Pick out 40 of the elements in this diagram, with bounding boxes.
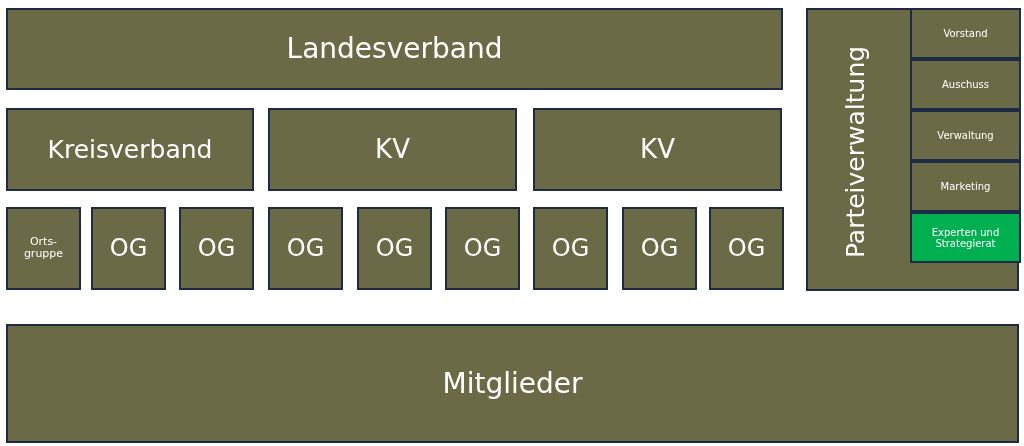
unit-box (910, 59, 1021, 110)
box-label: Kreisverband (46, 135, 214, 164)
unit-box (910, 8, 1021, 59)
box-label: OG (639, 234, 680, 263)
box-label: OG (285, 234, 326, 263)
org-box (533, 207, 608, 290)
box-label: OG (374, 234, 415, 263)
vertical-heading: Parteiverwaltung (841, 45, 871, 258)
org-box (6, 324, 1019, 443)
box-label: OG (196, 234, 237, 263)
box-label: Experten und Strategierat (930, 226, 1001, 249)
org-box (533, 108, 782, 191)
unit-box (910, 161, 1021, 212)
box-label: OG (726, 234, 767, 263)
org-box (445, 207, 520, 290)
org-box (6, 8, 783, 90)
org-box (179, 207, 254, 290)
box-label: Verwaltung (936, 129, 995, 142)
box-label: Auschuss (941, 78, 990, 91)
box-label: Landesverband (285, 32, 504, 66)
box-label: OG (550, 234, 591, 263)
org-box (622, 207, 697, 290)
box-label: OG (108, 234, 149, 263)
org-box (6, 207, 81, 290)
group-panel (806, 8, 1019, 291)
box-label: OG (462, 234, 503, 263)
org-box (268, 207, 343, 290)
box-label: Marketing (939, 180, 992, 193)
unit-box (910, 212, 1021, 263)
box-label: KV (374, 134, 411, 165)
org-box (268, 108, 517, 191)
box-label: Vorstand (942, 27, 989, 40)
box-label: Mitglieder (441, 367, 584, 400)
box-label: KV (639, 134, 676, 165)
org-box (709, 207, 784, 290)
org-box (6, 108, 254, 191)
box-label: Orts- gruppe (22, 235, 65, 262)
org-box (91, 207, 166, 290)
unit-box (910, 110, 1021, 161)
org-box (357, 207, 432, 290)
